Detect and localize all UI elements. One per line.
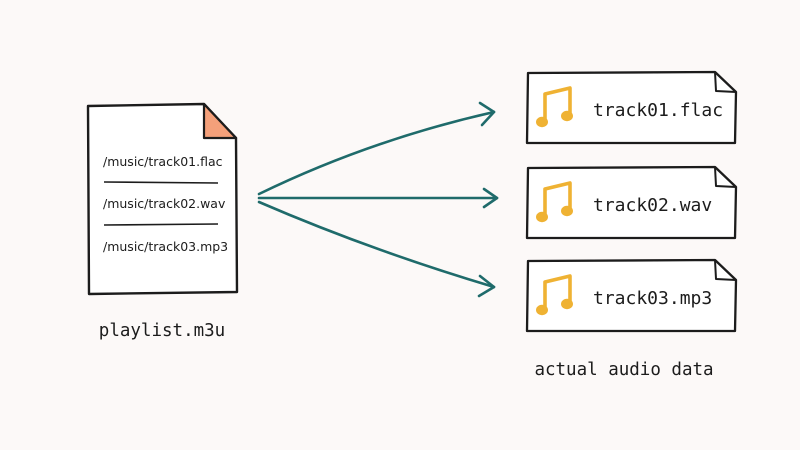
playlist-document: /music/track01.flac /music/track02.wav /…: [86, 102, 239, 296]
track-card-2: track02.wav: [525, 165, 738, 240]
music-note-icon: [536, 86, 573, 128]
track-card-3-body: [525, 258, 738, 333]
entry-divider-2: [103, 223, 219, 226]
track-card-3-corner: [714, 259, 737, 281]
playlist-entry-2: /music/track02.wav: [103, 196, 226, 211]
music-note-icon: [536, 181, 573, 223]
arrow-to-track-3: [257, 200, 496, 289]
playlist-document-fold: [202, 102, 238, 140]
reference-arrows: [257, 101, 499, 298]
track-card-1-name: track01.flac: [593, 100, 723, 121]
playlist-entry-1: /music/track01.flac: [103, 154, 223, 169]
track-card-1-body: [525, 70, 738, 145]
track-card-2-name: track02.wav: [593, 195, 712, 216]
track-card-2-corner: [714, 166, 737, 188]
music-note-icon: [536, 274, 573, 316]
track-card-1-corner: [714, 71, 737, 93]
audio-data-caption: actual audio data: [534, 360, 713, 380]
playlist-entry-3: /music/track03.mp3: [103, 239, 228, 254]
track-card-3-name: track03.mp3: [593, 288, 712, 309]
playlist-document-body: [86, 102, 239, 296]
arrow-to-track-1: [257, 110, 496, 196]
arrow-head-2: [482, 187, 499, 209]
track-card-2-body: [525, 165, 738, 240]
track-card-3: track03.mp3: [525, 258, 738, 333]
arrow-head-3: [477, 274, 496, 298]
arrow-head-1: [478, 101, 496, 127]
playlist-filename: playlist.m3u: [99, 321, 225, 341]
entry-divider-1: [103, 181, 219, 184]
track-card-1: track01.flac: [525, 70, 738, 145]
